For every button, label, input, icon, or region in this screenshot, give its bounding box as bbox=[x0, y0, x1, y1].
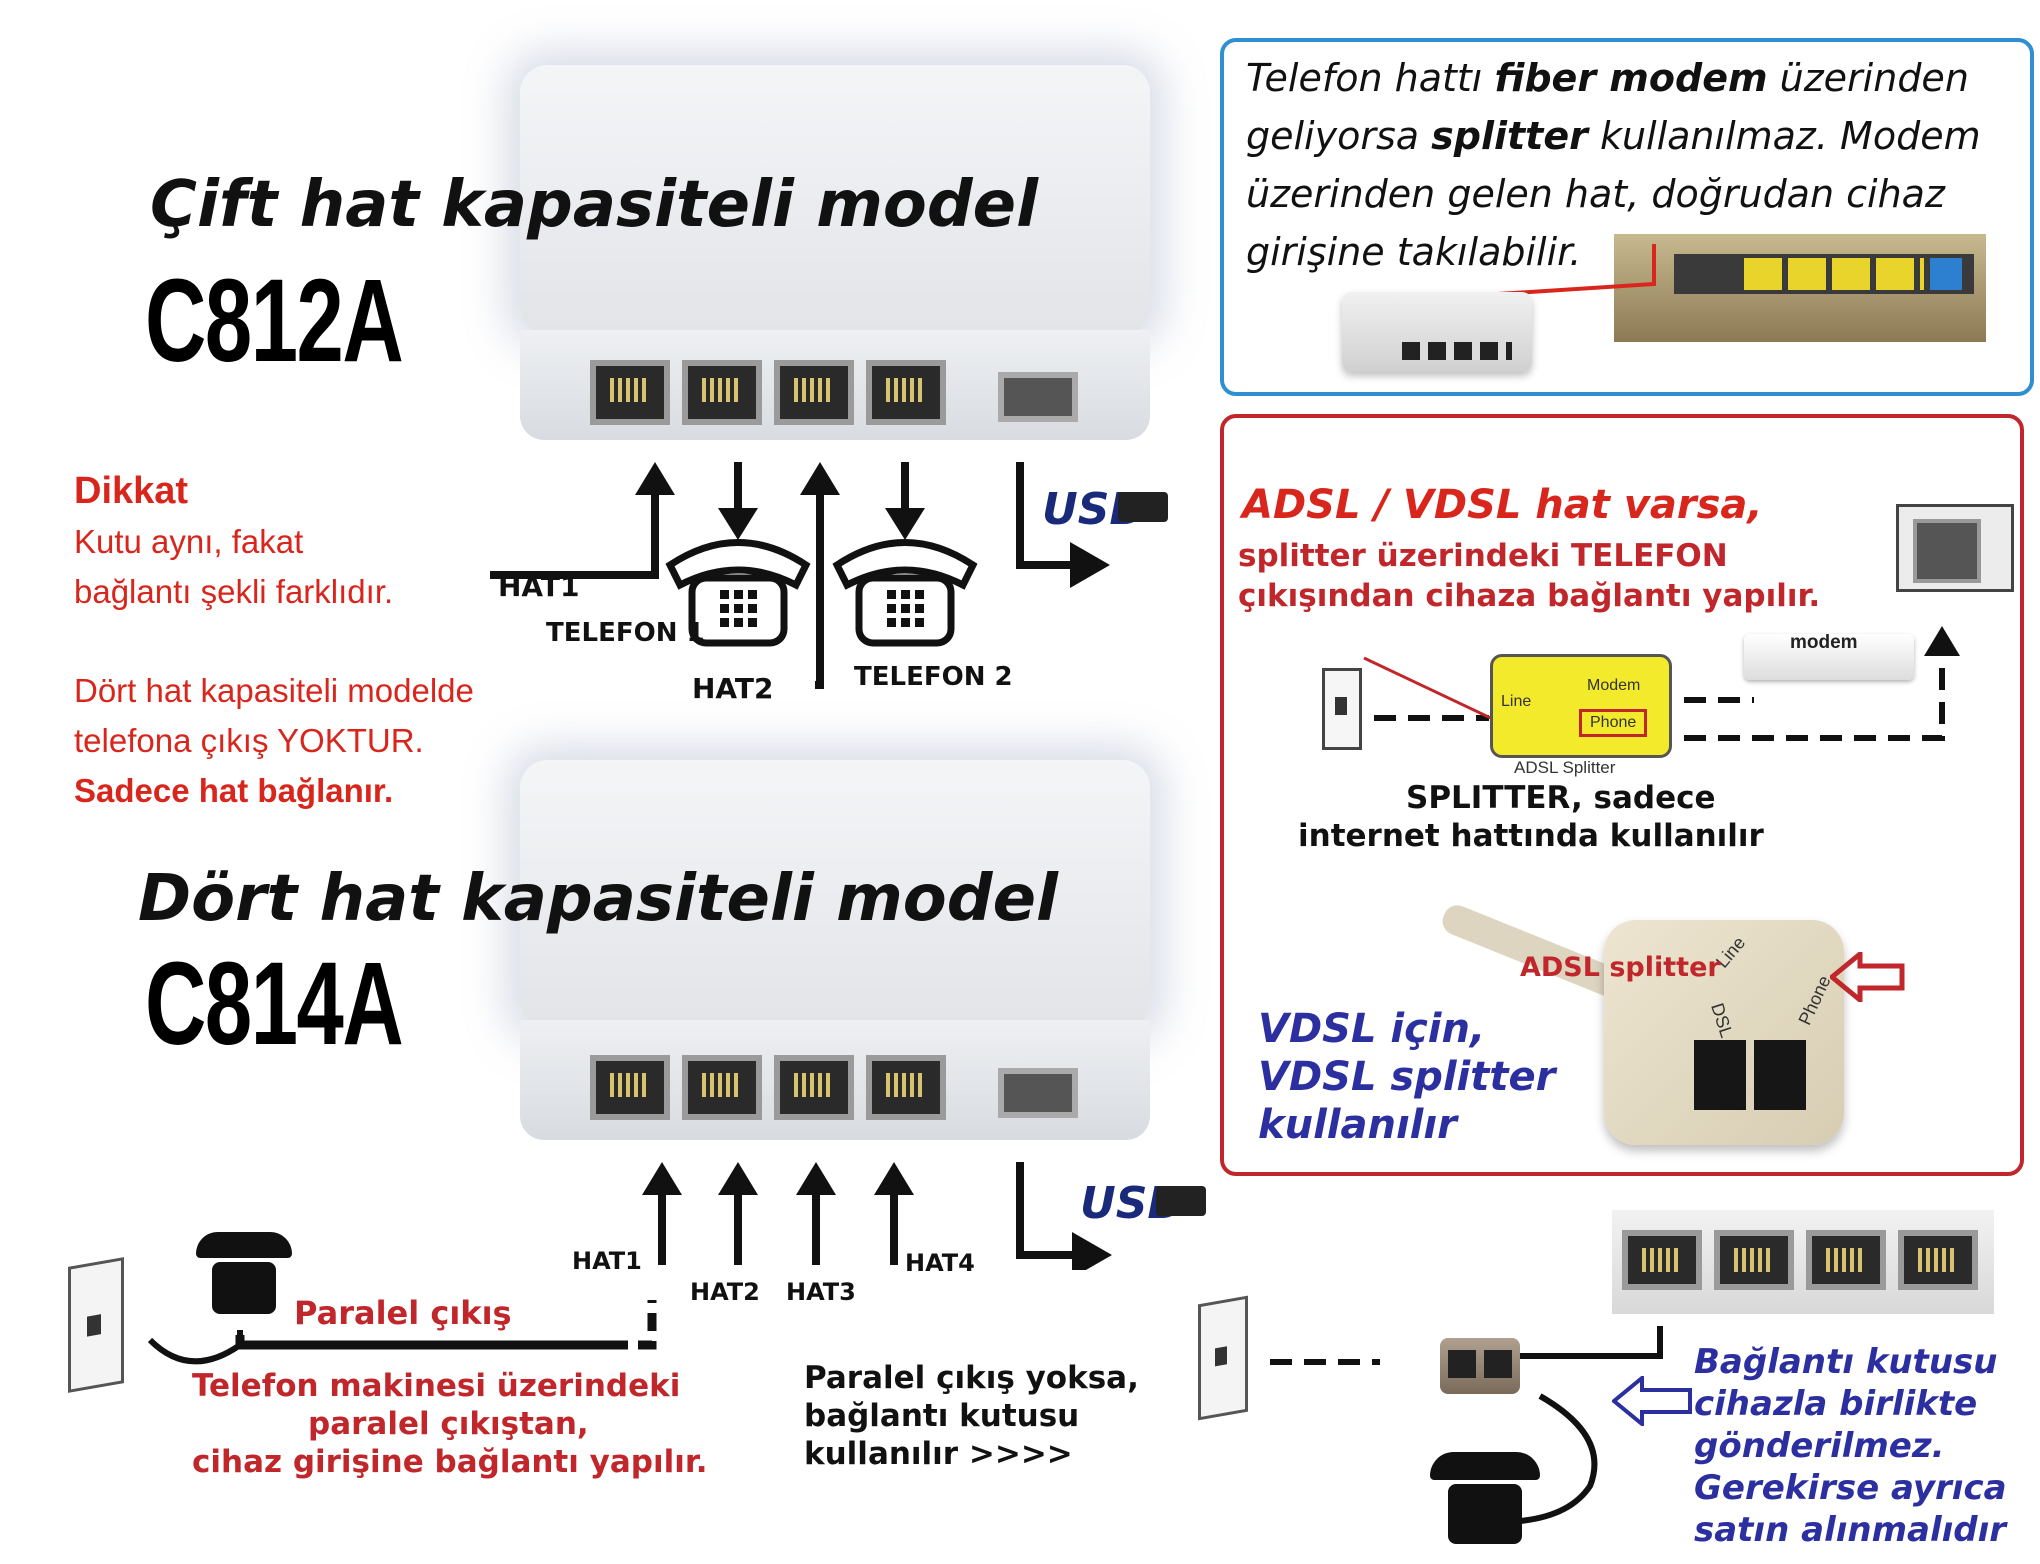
telefon2-phone-icon bbox=[832, 539, 978, 647]
warning-heading: Dikkat bbox=[74, 470, 189, 512]
fiber-modem-photo bbox=[1372, 234, 1986, 349]
vdsl-line1: VDSL için, bbox=[1258, 1006, 1486, 1052]
c812a-port-3 bbox=[774, 360, 854, 425]
bottom-left-line1: Telefon makinesi üzerindeki bbox=[192, 1368, 681, 1404]
c814a-device-image bbox=[520, 760, 1150, 1030]
fiber-line4: girişine takılabilir. bbox=[1246, 230, 1582, 274]
bottom-right-line5: satın alınmalıdır bbox=[1694, 1510, 2007, 1550]
wall-socket-photo bbox=[1896, 504, 2014, 592]
wall-jack-icon bbox=[1198, 1295, 1248, 1421]
c812a-code: C812A bbox=[145, 255, 404, 387]
c814a-port-3 bbox=[774, 1055, 854, 1120]
c812a-port-2 bbox=[682, 360, 762, 425]
c814a-port-2 bbox=[682, 1055, 762, 1120]
adsl-line1: splitter üzerindeki TELEFON bbox=[1238, 538, 1728, 574]
c814a-code: C814A bbox=[145, 938, 404, 1070]
warning-line5: Sadece hat bağlanır. bbox=[74, 772, 394, 809]
c812a-title: Çift hat kapasiteli model bbox=[150, 168, 1038, 242]
phone-icon bbox=[196, 1232, 292, 1316]
bottom-right-line3: gönderilmez. bbox=[1694, 1426, 1945, 1466]
c812a-label-hat1: HAT1 bbox=[498, 570, 580, 603]
c814a-connection-diagram bbox=[642, 1162, 1112, 1270]
warning-line1: Kutu aynı, fakat bbox=[74, 523, 304, 560]
c812a-label-telefon1: TELEFON 1 bbox=[546, 618, 705, 648]
splitter-note-line2: internet hattında kullanılır bbox=[1298, 818, 1764, 854]
c812a-device-image bbox=[520, 65, 1150, 335]
usb-plug-icon bbox=[1156, 1186, 1206, 1216]
paralel-label: Paralel çıkış bbox=[294, 1294, 512, 1332]
wall-jack-icon bbox=[1322, 668, 1362, 750]
splitter-note-line1: SPLITTER, sadece bbox=[1406, 780, 1716, 816]
adsl-splitter-device: Line Modem Phone bbox=[1490, 654, 1672, 758]
vdsl-splitter-photo: Line Phone DSL bbox=[1438, 890, 1874, 1150]
bottom-right-line1: Bağlantı kutusu bbox=[1694, 1342, 1998, 1382]
junction-box-photo bbox=[1440, 1338, 1520, 1394]
bottom-middle-line3: kullanılır >>>> bbox=[804, 1436, 1073, 1472]
c814a-label-hat1: HAT1 bbox=[572, 1247, 642, 1275]
port-strip-photo bbox=[1612, 1210, 1994, 1314]
fiber-modem-box: Telefon hattı fiber modem üzerinden geli… bbox=[1220, 38, 2034, 396]
splitter-modem-label: Modem bbox=[1587, 677, 1641, 694]
c812a-usb-port bbox=[998, 372, 1078, 422]
fiber-line1: Telefon hattı fiber modem üzerinden bbox=[1246, 56, 1969, 100]
adsl-line2: çıkışından cihaza bağlantı yapılır. bbox=[1238, 578, 1821, 614]
bottom-left-line3: cihaz girişine bağlantı yapılır. bbox=[192, 1444, 708, 1480]
modem-device: modem bbox=[1744, 632, 1914, 680]
c814a-label-hat4: HAT4 bbox=[905, 1249, 975, 1277]
warning-line3: Dört hat kapasiteli modelde bbox=[74, 672, 474, 709]
phone-icon bbox=[1430, 1452, 1540, 1546]
junction-wiring bbox=[1270, 1326, 1663, 1524]
bottom-middle-line2: bağlantı kutusu bbox=[804, 1398, 1080, 1434]
c814a-usb-port bbox=[998, 1068, 1078, 1118]
c814a-label-hat3: HAT3 bbox=[786, 1278, 856, 1306]
warning-line4: telefona çıkış YOKTUR. bbox=[74, 722, 424, 759]
wall-jack-icon bbox=[68, 1257, 124, 1393]
c812a-port-4 bbox=[866, 360, 946, 425]
c812a-port-1 bbox=[590, 360, 670, 425]
c814a-port-1 bbox=[590, 1055, 670, 1120]
adsl-splitter-label: ADSL splitter bbox=[1520, 952, 1721, 983]
fiber-line3: üzerinden gelen hat, doğrudan cihaz bbox=[1246, 172, 1945, 216]
bottom-right-line4: Gerekirse ayrıca bbox=[1694, 1468, 2007, 1508]
paralel-cable bbox=[147, 1300, 657, 1365]
mini-device-photo bbox=[1342, 292, 1532, 372]
c814a-port-4 bbox=[866, 1055, 946, 1120]
adsl-heading: ADSL / VDSL hat varsa, bbox=[1242, 482, 1763, 528]
c812a-label-telefon2: TELEFON 2 bbox=[854, 662, 1013, 692]
left-pointing-arrow-icon bbox=[1612, 1376, 1692, 1426]
modem-label: modem bbox=[1790, 632, 1858, 653]
bottom-middle-line1: Paralel çıkış yoksa, bbox=[804, 1360, 1139, 1396]
splitter-line-label: Line bbox=[1501, 693, 1532, 710]
usb-plug-icon bbox=[1118, 492, 1168, 522]
vdsl-line2: VDSL splitter bbox=[1258, 1054, 1556, 1100]
adsl-vdsl-box: ADSL / VDSL hat varsa, splitter üzerinde… bbox=[1220, 414, 2024, 1176]
splitter-phone-label: Phone bbox=[1579, 709, 1648, 737]
adsl-splitter-caption: ADSL Splitter bbox=[1514, 758, 1616, 777]
c812a-connection-diagram bbox=[490, 462, 1110, 689]
c814a-label-hat2: HAT2 bbox=[690, 1278, 760, 1306]
telefon1-phone-icon bbox=[665, 539, 811, 647]
bottom-left-line2: paralel çıkıştan, bbox=[308, 1406, 589, 1442]
fiber-line2: geliyorsa splitter kullanılmaz. Modem bbox=[1246, 114, 1981, 158]
vdsl-line3: kullanılır bbox=[1258, 1102, 1457, 1148]
c812a-label-hat2: HAT2 bbox=[692, 672, 774, 705]
c814a-title: Dört hat kapasiteli model bbox=[138, 862, 1058, 936]
bottom-right-line2: cihazla birlikte bbox=[1694, 1384, 1978, 1424]
left-pointing-arrow-icon bbox=[1830, 952, 1905, 1002]
warning-line2: bağlantı şekli farklıdır. bbox=[74, 573, 394, 610]
